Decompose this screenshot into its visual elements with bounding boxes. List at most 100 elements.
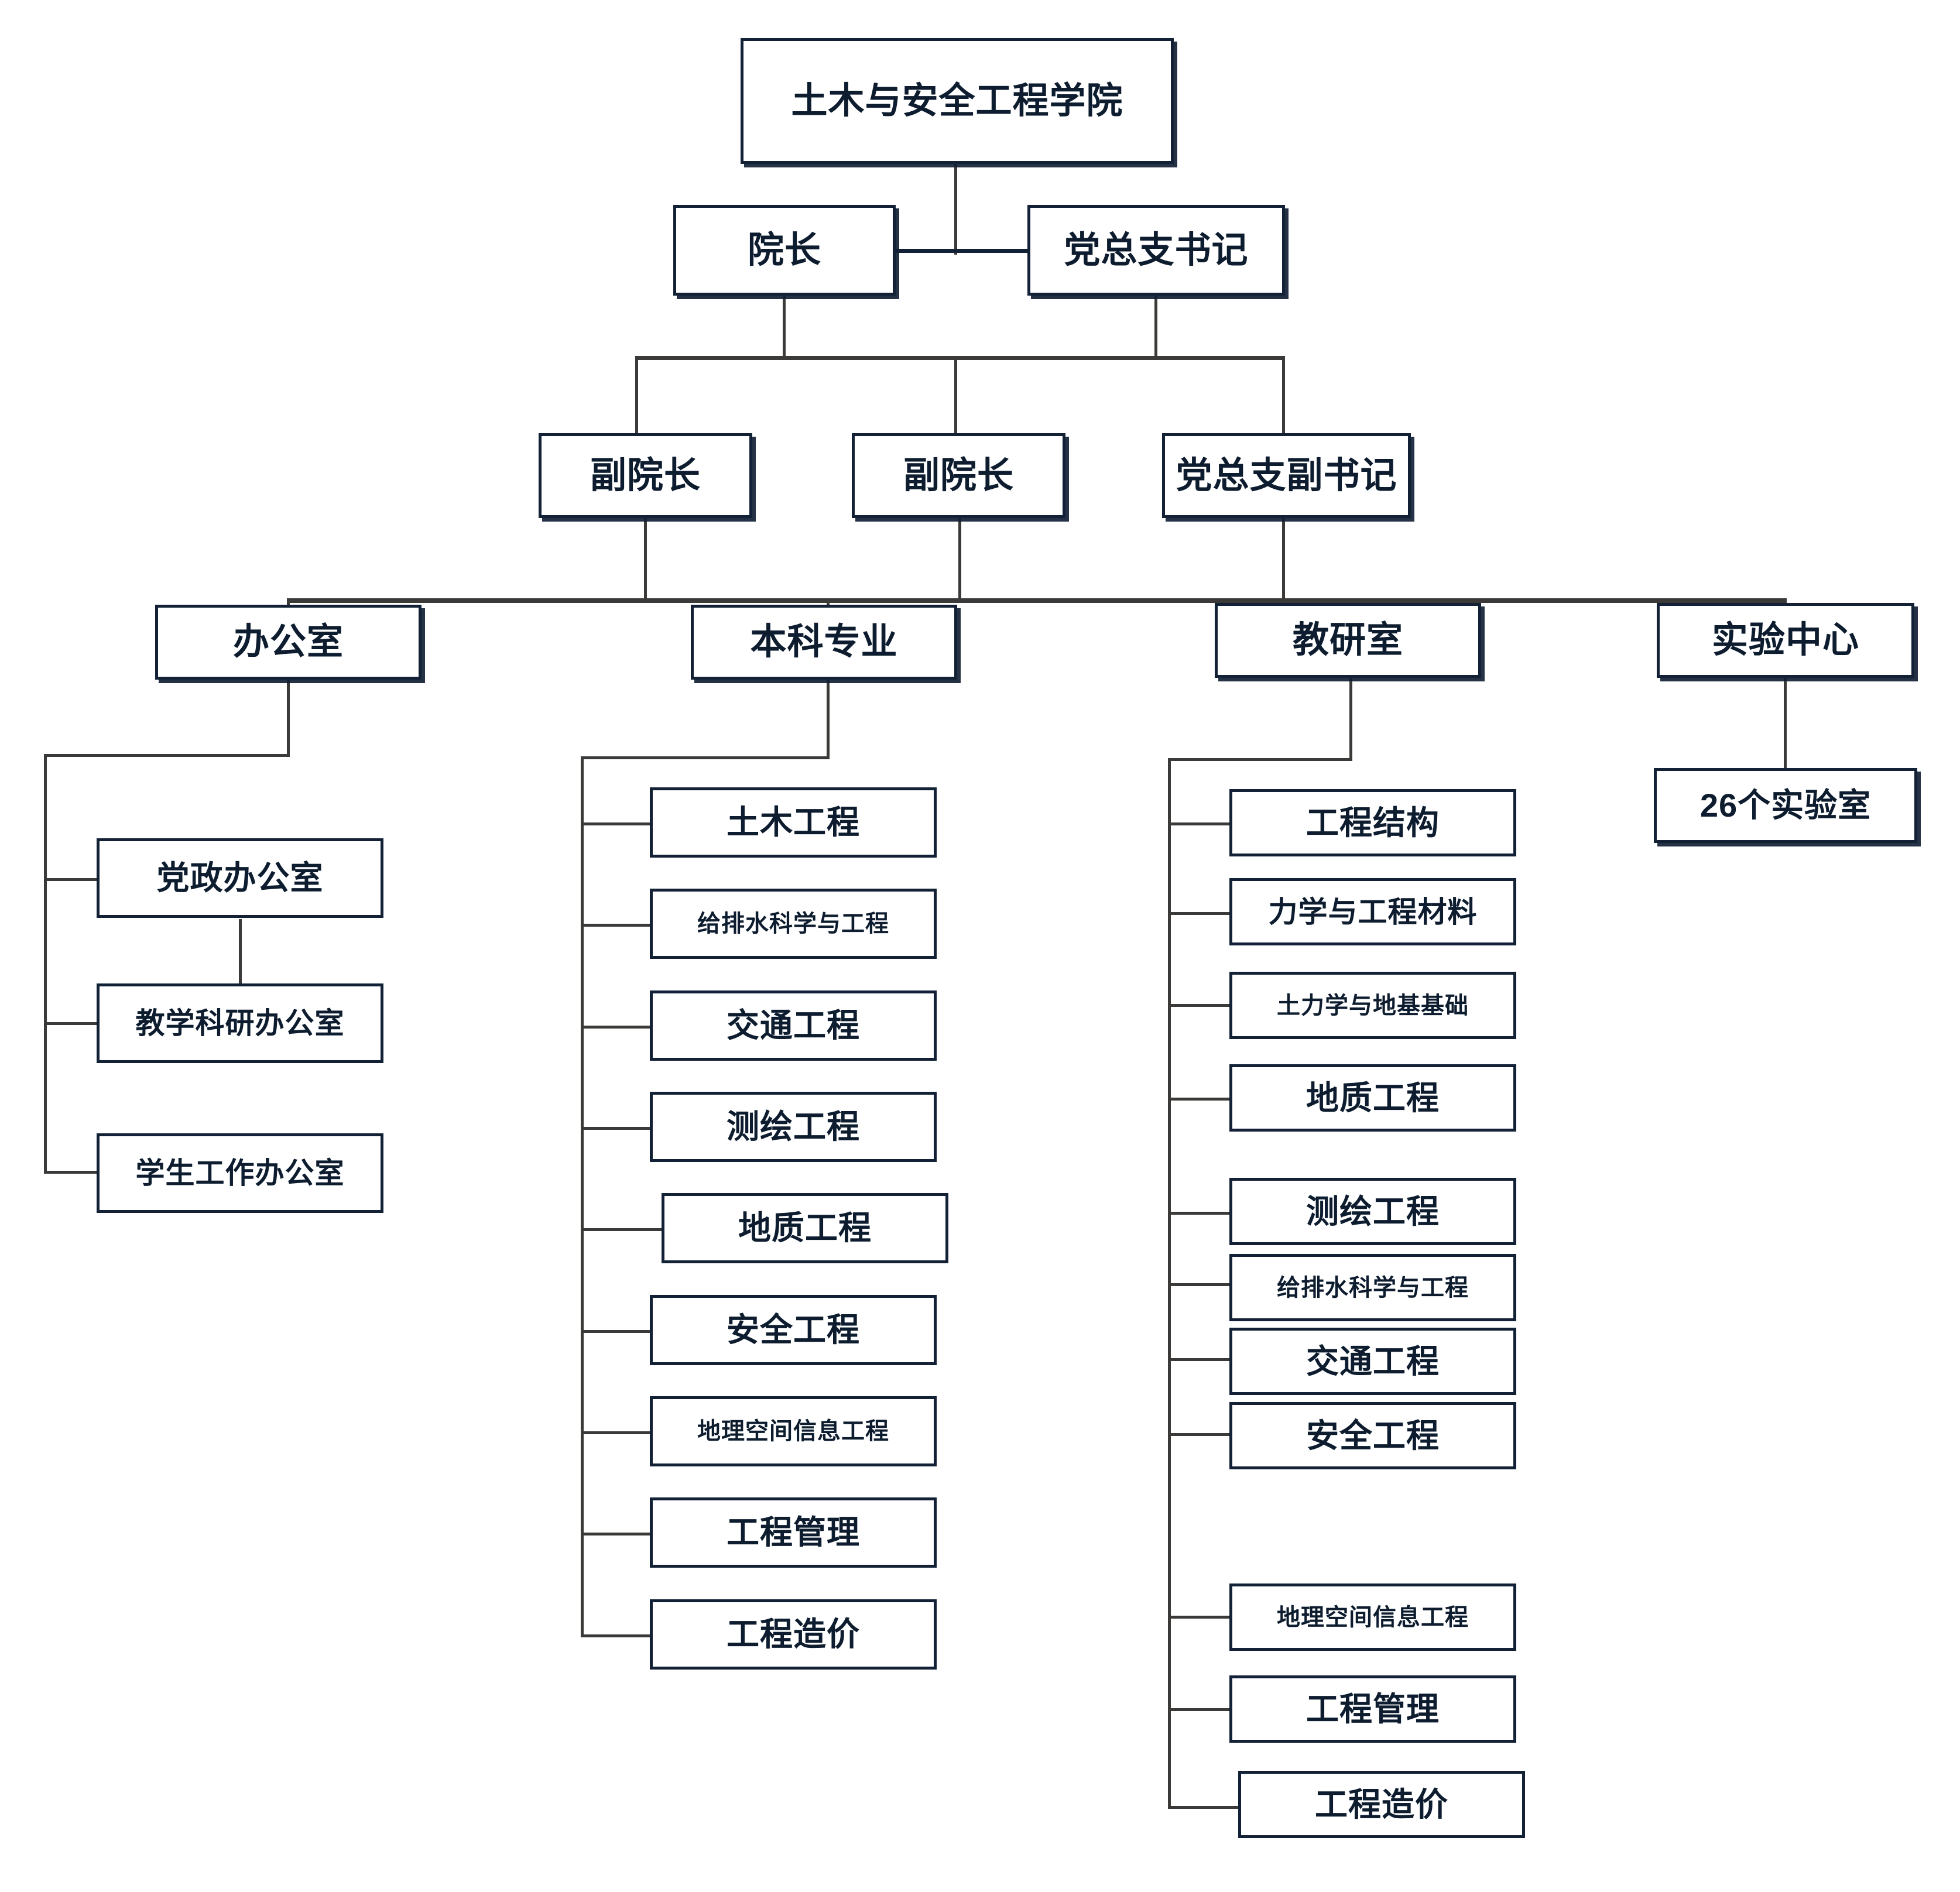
node-major-traffic-engineering[interactable]: 交通工程 (650, 990, 937, 1061)
node-major-engineering-management[interactable]: 工程管理 (650, 1497, 937, 1568)
connector-dean-drop (783, 296, 786, 357)
connector-research-stub-9 (1168, 1616, 1229, 1619)
connector-majors-stub-3 (581, 1026, 651, 1029)
node-label: 地理空间信息工程 (1277, 1604, 1469, 1630)
node-label: 交通工程 (727, 1007, 860, 1044)
node-research-traffic-engineering[interactable]: 交通工程 (1229, 1328, 1516, 1395)
node-label: 工程结构 (1306, 804, 1440, 841)
node-research-safety-engineering[interactable]: 安全工程 (1229, 1402, 1516, 1469)
connector-office-stub-2 (44, 1022, 100, 1025)
node-office[interactable]: 办公室 (155, 605, 422, 680)
node-major-civil-engineering[interactable]: 土木工程 (650, 787, 937, 858)
connector-root-stem (954, 164, 957, 255)
connector-majors-stub-9 (581, 1634, 663, 1637)
connector-majors-stub-7 (581, 1431, 651, 1434)
node-label: 地质工程 (738, 1209, 872, 1246)
node-major-geological-engineering[interactable]: 地质工程 (662, 1193, 948, 1263)
node-label: 实验中心 (1711, 620, 1859, 660)
connector-vicedean2-drop (958, 518, 961, 600)
connector-majors-stub-8 (581, 1533, 651, 1535)
node-research-mechanics-materials[interactable]: 力学与工程材料 (1229, 878, 1516, 945)
node-research-engineering-cost[interactable]: 工程造价 (1238, 1771, 1525, 1838)
node-major-safety-engineering[interactable]: 安全工程 (650, 1295, 937, 1365)
node-major-water-supply-drainage[interactable]: 给排水科学与工程 (650, 889, 937, 959)
connector-labcenter-drop (1784, 678, 1787, 772)
node-label: 测绘工程 (727, 1108, 860, 1145)
node-research-surveying-engineering[interactable]: 测绘工程 (1229, 1178, 1516, 1245)
node-label: 地理空间信息工程 (697, 1418, 889, 1444)
connector-office-spine (44, 754, 47, 1173)
node-label: 教学科研办公室 (135, 1007, 345, 1040)
connector-level3-bus (287, 598, 1787, 603)
node-label: 给排水科学与工程 (697, 911, 889, 937)
connector-majors-stub-5 (581, 1228, 663, 1231)
connector-dean-to-secretary (896, 249, 1027, 253)
connector-office-drop (287, 680, 290, 756)
connector-majors-elbow (581, 756, 830, 759)
node-research-geospatial-information[interactable]: 地理空间信息工程 (1229, 1583, 1516, 1651)
connector-bus-to-deputy (1282, 356, 1285, 438)
node-major-engineering-cost[interactable]: 工程造价 (650, 1599, 937, 1670)
connector-office-child1-to-child2 (239, 919, 242, 995)
connector-research-stub-4 (1168, 1098, 1229, 1101)
node-label: 工程管理 (727, 1514, 860, 1551)
node-label: 土力学与地基基础 (1277, 992, 1469, 1019)
node-label: 教研室 (1292, 620, 1403, 660)
node-vice-dean-1[interactable]: 副院长 (539, 433, 752, 518)
connector-research-stub-7 (1168, 1358, 1229, 1361)
connector-research-elbow (1168, 758, 1352, 761)
connector-level2-bus (635, 356, 1285, 360)
node-deputy-party-secretary[interactable]: 党总支副书记 (1162, 433, 1411, 518)
connector-research-stub-11 (1168, 1806, 1238, 1809)
connector-research-stub-6 (1168, 1283, 1229, 1286)
node-research-soil-mechanics-foundation[interactable]: 土力学与地基基础 (1229, 972, 1516, 1039)
node-research-engineering-structure[interactable]: 工程结构 (1229, 789, 1516, 856)
node-label: 给排水科学与工程 (1277, 1274, 1469, 1301)
connector-research-stub-1 (1168, 822, 1229, 825)
connector-research-stub-5 (1168, 1212, 1229, 1215)
connector-majors-stub-6 (581, 1330, 651, 1333)
node-research-water-supply-drainage[interactable]: 给排水科学与工程 (1229, 1254, 1516, 1321)
node-office-child-student-affairs[interactable]: 学生工作办公室 (97, 1133, 383, 1213)
node-label: 工程造价 (1315, 1785, 1448, 1823)
node-label: 副院长 (903, 455, 1014, 496)
connector-research-stub-8 (1168, 1433, 1229, 1436)
connector-office-stub-1 (44, 878, 100, 881)
node-label: 副院长 (590, 455, 701, 496)
connector-vicedean1-drop (644, 518, 647, 600)
node-undergraduate-programs[interactable]: 本科专业 (691, 605, 957, 680)
node-label: 安全工程 (1306, 1417, 1440, 1454)
node-lab-center[interactable]: 实验中心 (1657, 603, 1914, 678)
connector-majors-stub-1 (581, 822, 651, 825)
node-label: 土木与安全工程学院 (791, 80, 1123, 121)
connector-research-stub-10 (1168, 1708, 1229, 1711)
node-lab-26-laboratories[interactable]: 26个实验室 (1654, 768, 1917, 843)
node-major-surveying-engineering[interactable]: 测绘工程 (650, 1092, 937, 1162)
node-vice-dean-2[interactable]: 副院长 (852, 433, 1065, 518)
connector-secretary-drop (1154, 296, 1157, 357)
node-label: 测绘工程 (1306, 1192, 1440, 1230)
connector-bus-to-vicedean2 (954, 356, 957, 438)
node-research-geological-engineering[interactable]: 地质工程 (1229, 1064, 1516, 1132)
node-label: 地质工程 (1306, 1079, 1440, 1116)
node-label: 土木工程 (727, 804, 860, 841)
connector-majors-spine (581, 756, 584, 1637)
connector-majors-stub-4 (581, 1127, 651, 1130)
node-label: 力学与工程材料 (1268, 895, 1478, 928)
node-label: 工程造价 (727, 1616, 860, 1653)
node-office-child-teaching-research-office[interactable]: 教学科研办公室 (97, 983, 383, 1063)
node-major-geospatial-information[interactable]: 地理空间信息工程 (650, 1396, 937, 1466)
node-label: 26个实验室 (1699, 787, 1872, 824)
node-dean[interactable]: 院长 (673, 205, 896, 296)
connector-bus-to-vicedean1 (635, 356, 638, 438)
node-teaching-research[interactable]: 教研室 (1215, 603, 1481, 678)
node-label: 学生工作办公室 (135, 1157, 345, 1190)
connector-research-stub-3 (1168, 1004, 1229, 1007)
node-label: 办公室 (232, 622, 344, 662)
node-office-child-party-admin[interactable]: 党政办公室 (97, 838, 383, 918)
connector-research-stub-2 (1168, 912, 1229, 915)
node-college-root[interactable]: 土木与安全工程学院 (741, 38, 1174, 164)
node-research-engineering-management[interactable]: 工程管理 (1229, 1675, 1516, 1743)
node-party-secretary[interactable]: 党总支书记 (1027, 205, 1285, 296)
